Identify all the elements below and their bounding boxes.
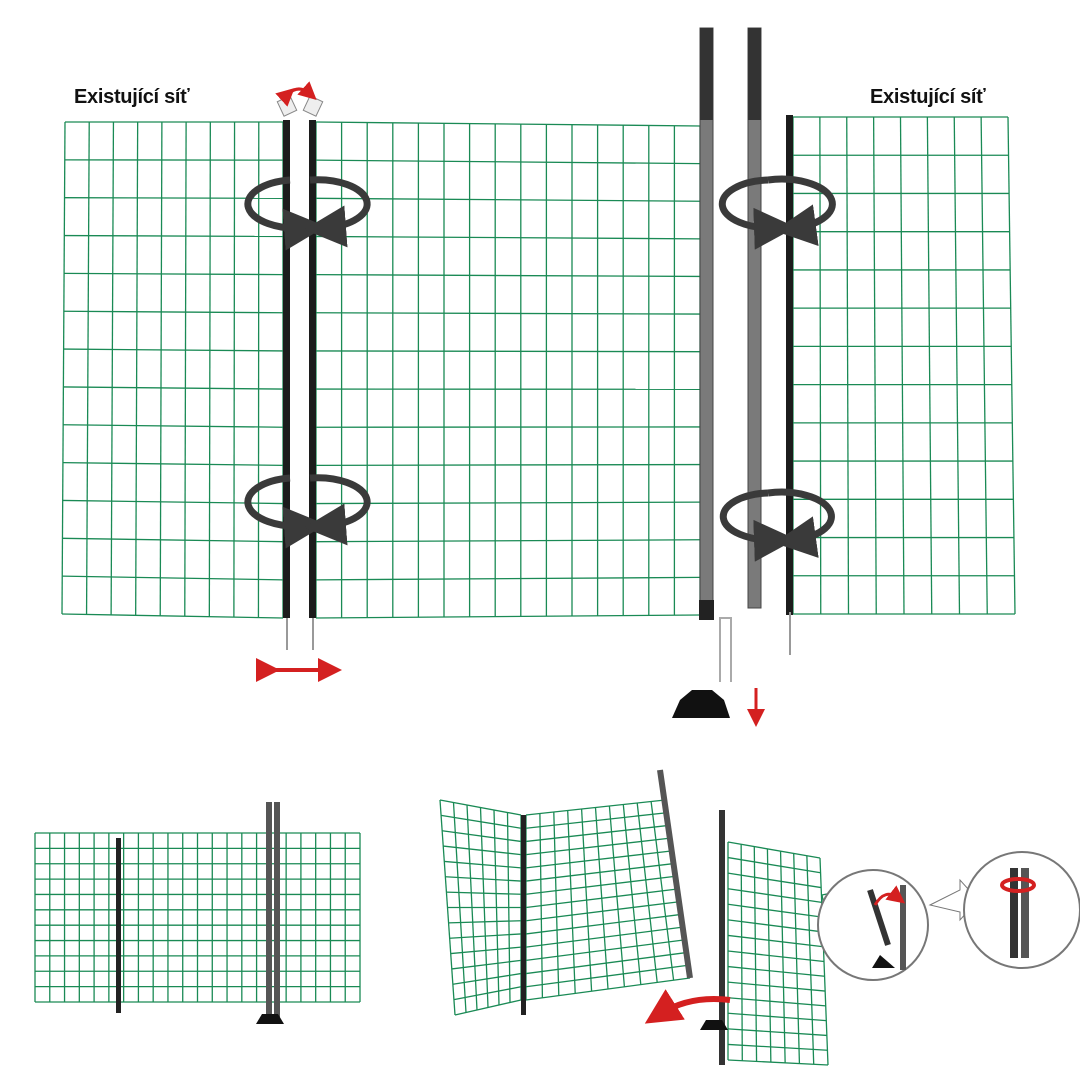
existing-net-right bbox=[792, 116, 1016, 615]
gray-pole-a bbox=[699, 27, 714, 620]
pole-right bbox=[786, 115, 793, 655]
new-net-main bbox=[315, 121, 701, 619]
insulator-tops bbox=[276, 95, 324, 117]
rotate-arrow-icons bbox=[244, 175, 836, 562]
bottom-right-net-c bbox=[727, 841, 829, 1066]
detail-circle-2 bbox=[963, 851, 1080, 969]
pole-left-b bbox=[309, 120, 316, 650]
bottom-right-net-b bbox=[525, 799, 691, 1001]
bottom-right-poles bbox=[521, 769, 731, 1065]
ground-spike bbox=[719, 617, 732, 682]
bottom-right-net-a bbox=[439, 799, 522, 1016]
pole-left-a bbox=[283, 120, 290, 650]
pole-foot bbox=[672, 690, 730, 718]
swap-arrow-icon bbox=[275, 81, 317, 107]
existing-net-label-right: Existující síť bbox=[870, 86, 986, 108]
bottom-left-poles bbox=[116, 802, 284, 1024]
detail-circle-1 bbox=[817, 869, 929, 981]
existing-net-label-left: Existující síť bbox=[74, 86, 190, 108]
gray-pole-b bbox=[747, 27, 762, 609]
bottom-left-net bbox=[34, 832, 361, 1003]
